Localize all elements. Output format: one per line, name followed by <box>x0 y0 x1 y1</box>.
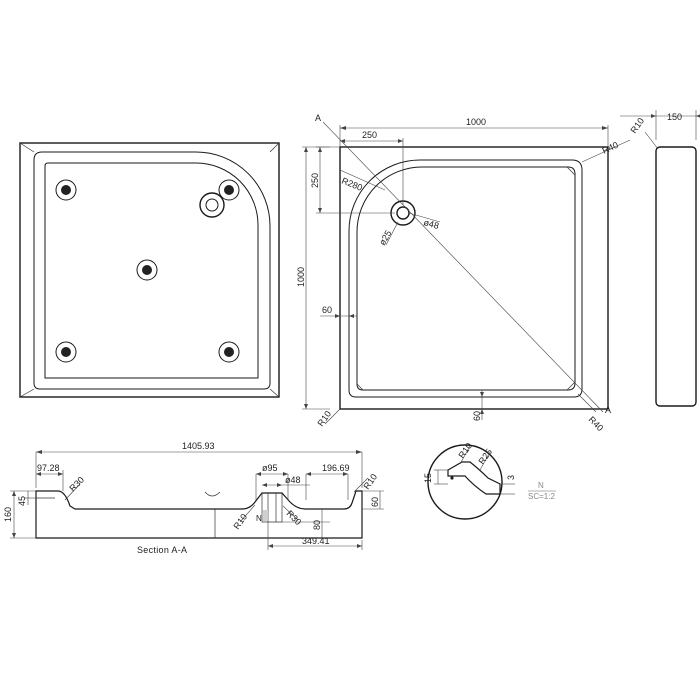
detail-dim-left: 15 <box>423 473 433 483</box>
leg-foot-4 <box>55 341 77 363</box>
dim-height: 1000 <box>296 267 306 287</box>
dim-height-total: 160 <box>3 507 13 522</box>
dim-left-offset: 97.28 <box>37 463 60 473</box>
leg-foot-2 <box>218 179 240 201</box>
detail-profile <box>447 461 501 495</box>
dim-right-offset: 196.69 <box>322 463 350 473</box>
top-view: A A 1000 250 250 1000 60 60 <box>296 113 631 433</box>
label-radius-main: R280 <box>340 176 364 193</box>
detail-radius-small: R10 <box>456 441 474 460</box>
top-view-outline <box>339 146 609 410</box>
label-right-radius: R10 <box>361 472 379 491</box>
detail-dim-right: 3 <box>506 475 516 480</box>
dim-section-length: 1405.93 <box>182 441 215 451</box>
dim-drain-depth: 80 <box>312 520 322 530</box>
side-view-outline <box>655 146 697 407</box>
bottom-view-outline <box>19 142 280 398</box>
side-view: 150 R10 <box>620 110 700 407</box>
section-mark-top: A <box>315 113 321 123</box>
section-view: 1405.93 97.28 R30 ø95 ø48 196.69 R10 <box>3 441 384 555</box>
detail-view: 15 R10 R25 3 N SC=1:2 <box>423 441 556 520</box>
label-left-radius: R30 <box>67 475 86 494</box>
drain-outlet-bottom <box>199 192 225 218</box>
dim-offset-x: 250 <box>362 130 377 140</box>
leg-foot-5 <box>218 341 240 363</box>
dim-offset-y: 250 <box>310 173 320 188</box>
leg-foot-3 <box>136 259 158 281</box>
bottom-view-outer-tray <box>33 151 271 390</box>
dim-drain-outer: ø95 <box>262 463 278 473</box>
label-radius-corner-br: R40 <box>587 414 606 433</box>
label-radius-corner-tr: R40 <box>601 140 620 156</box>
label-side-radius: R10 <box>628 116 646 135</box>
dim-wall-bottom: 60 <box>472 411 482 421</box>
dim-right-height: 60 <box>370 497 380 507</box>
section-line-a-a <box>322 121 604 413</box>
dim-drain-offset: 349.41 <box>302 536 330 546</box>
dim-width: 1000 <box>466 117 486 127</box>
detail-marker-n: N <box>256 514 262 523</box>
dim-wall-side: 60 <box>322 305 332 315</box>
detail-scale: SC=1:2 <box>528 492 555 501</box>
detail-circle <box>427 444 503 520</box>
top-view-tray-outer <box>348 159 583 398</box>
dim-height-rim: 45 <box>17 496 27 506</box>
label-drain-inner: ø25 <box>377 229 393 247</box>
label-drain-outer: ø48 <box>422 217 440 231</box>
bottom-view <box>19 142 280 398</box>
dim-drain-inner: ø48 <box>285 475 301 485</box>
section-mark-bottom: A <box>605 405 611 415</box>
detail-label: N <box>538 481 544 490</box>
section-body <box>35 490 363 539</box>
section-title: Section A-A <box>137 545 187 555</box>
dim-thickness: 150 <box>667 112 682 122</box>
top-view-tray-inner <box>356 166 576 391</box>
bottom-view-inner-tray <box>44 162 259 379</box>
leg-foot-1 <box>55 179 77 201</box>
